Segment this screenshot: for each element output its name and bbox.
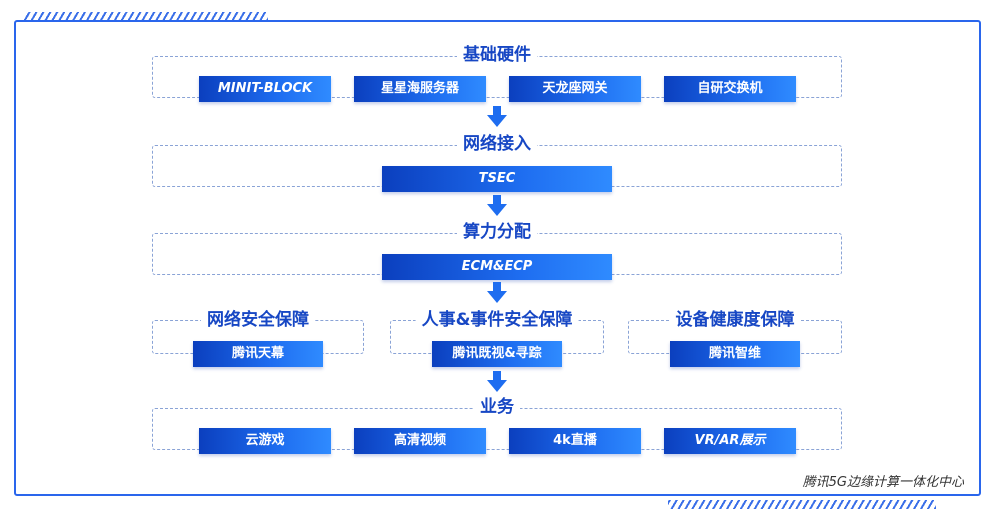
business-chip-4k-live: 4k直播 <box>509 428 641 454</box>
device-health-chip: 腾讯智维 <box>670 341 800 367</box>
network-security-chip: 腾讯天幕 <box>193 341 323 367</box>
flow-arrow-down-icon <box>487 371 507 392</box>
business-title: 业务 <box>474 396 520 418</box>
diagram-frame <box>14 20 981 496</box>
network-security-title: 网络安全保障 <box>201 309 315 331</box>
compute-chip-ecm-ecp: ECM&ECP <box>382 254 612 280</box>
business-chip-hd-video: 高清视频 <box>354 428 486 454</box>
network-access-title: 网络接入 <box>457 133 537 155</box>
hardware-chip-star-server: 星星海服务器 <box>354 76 486 102</box>
diagram-caption: 腾讯5G边缘计算一体化中心 <box>802 475 964 490</box>
device-health-title: 设备健康度保障 <box>669 309 801 331</box>
people-events-title: 人事&事件安全保障 <box>415 309 579 331</box>
compute-title: 算力分配 <box>457 221 537 243</box>
network-access-chip-tsec: TSEC <box>382 166 612 192</box>
hardware-chip-switch: 自研交换机 <box>664 76 796 102</box>
business-chip-cloud-gaming: 云游戏 <box>199 428 331 454</box>
hardware-title: 基础硬件 <box>457 44 537 66</box>
people-events-chip: 腾讯既视&寻踪 <box>432 341 562 367</box>
hardware-chip-dragon-gateway: 天龙座网关 <box>509 76 641 102</box>
flow-arrow-down-icon <box>487 282 507 303</box>
flow-arrow-down-icon <box>487 195 507 216</box>
decorative-hatch-bottom <box>668 500 936 509</box>
business-chip-vr-ar: VR/AR展示 <box>664 428 796 454</box>
hardware-chip-minit-block: MINIT-BLOCK <box>199 76 331 102</box>
decorative-hatch-top <box>24 12 268 21</box>
flow-arrow-down-icon <box>487 106 507 127</box>
